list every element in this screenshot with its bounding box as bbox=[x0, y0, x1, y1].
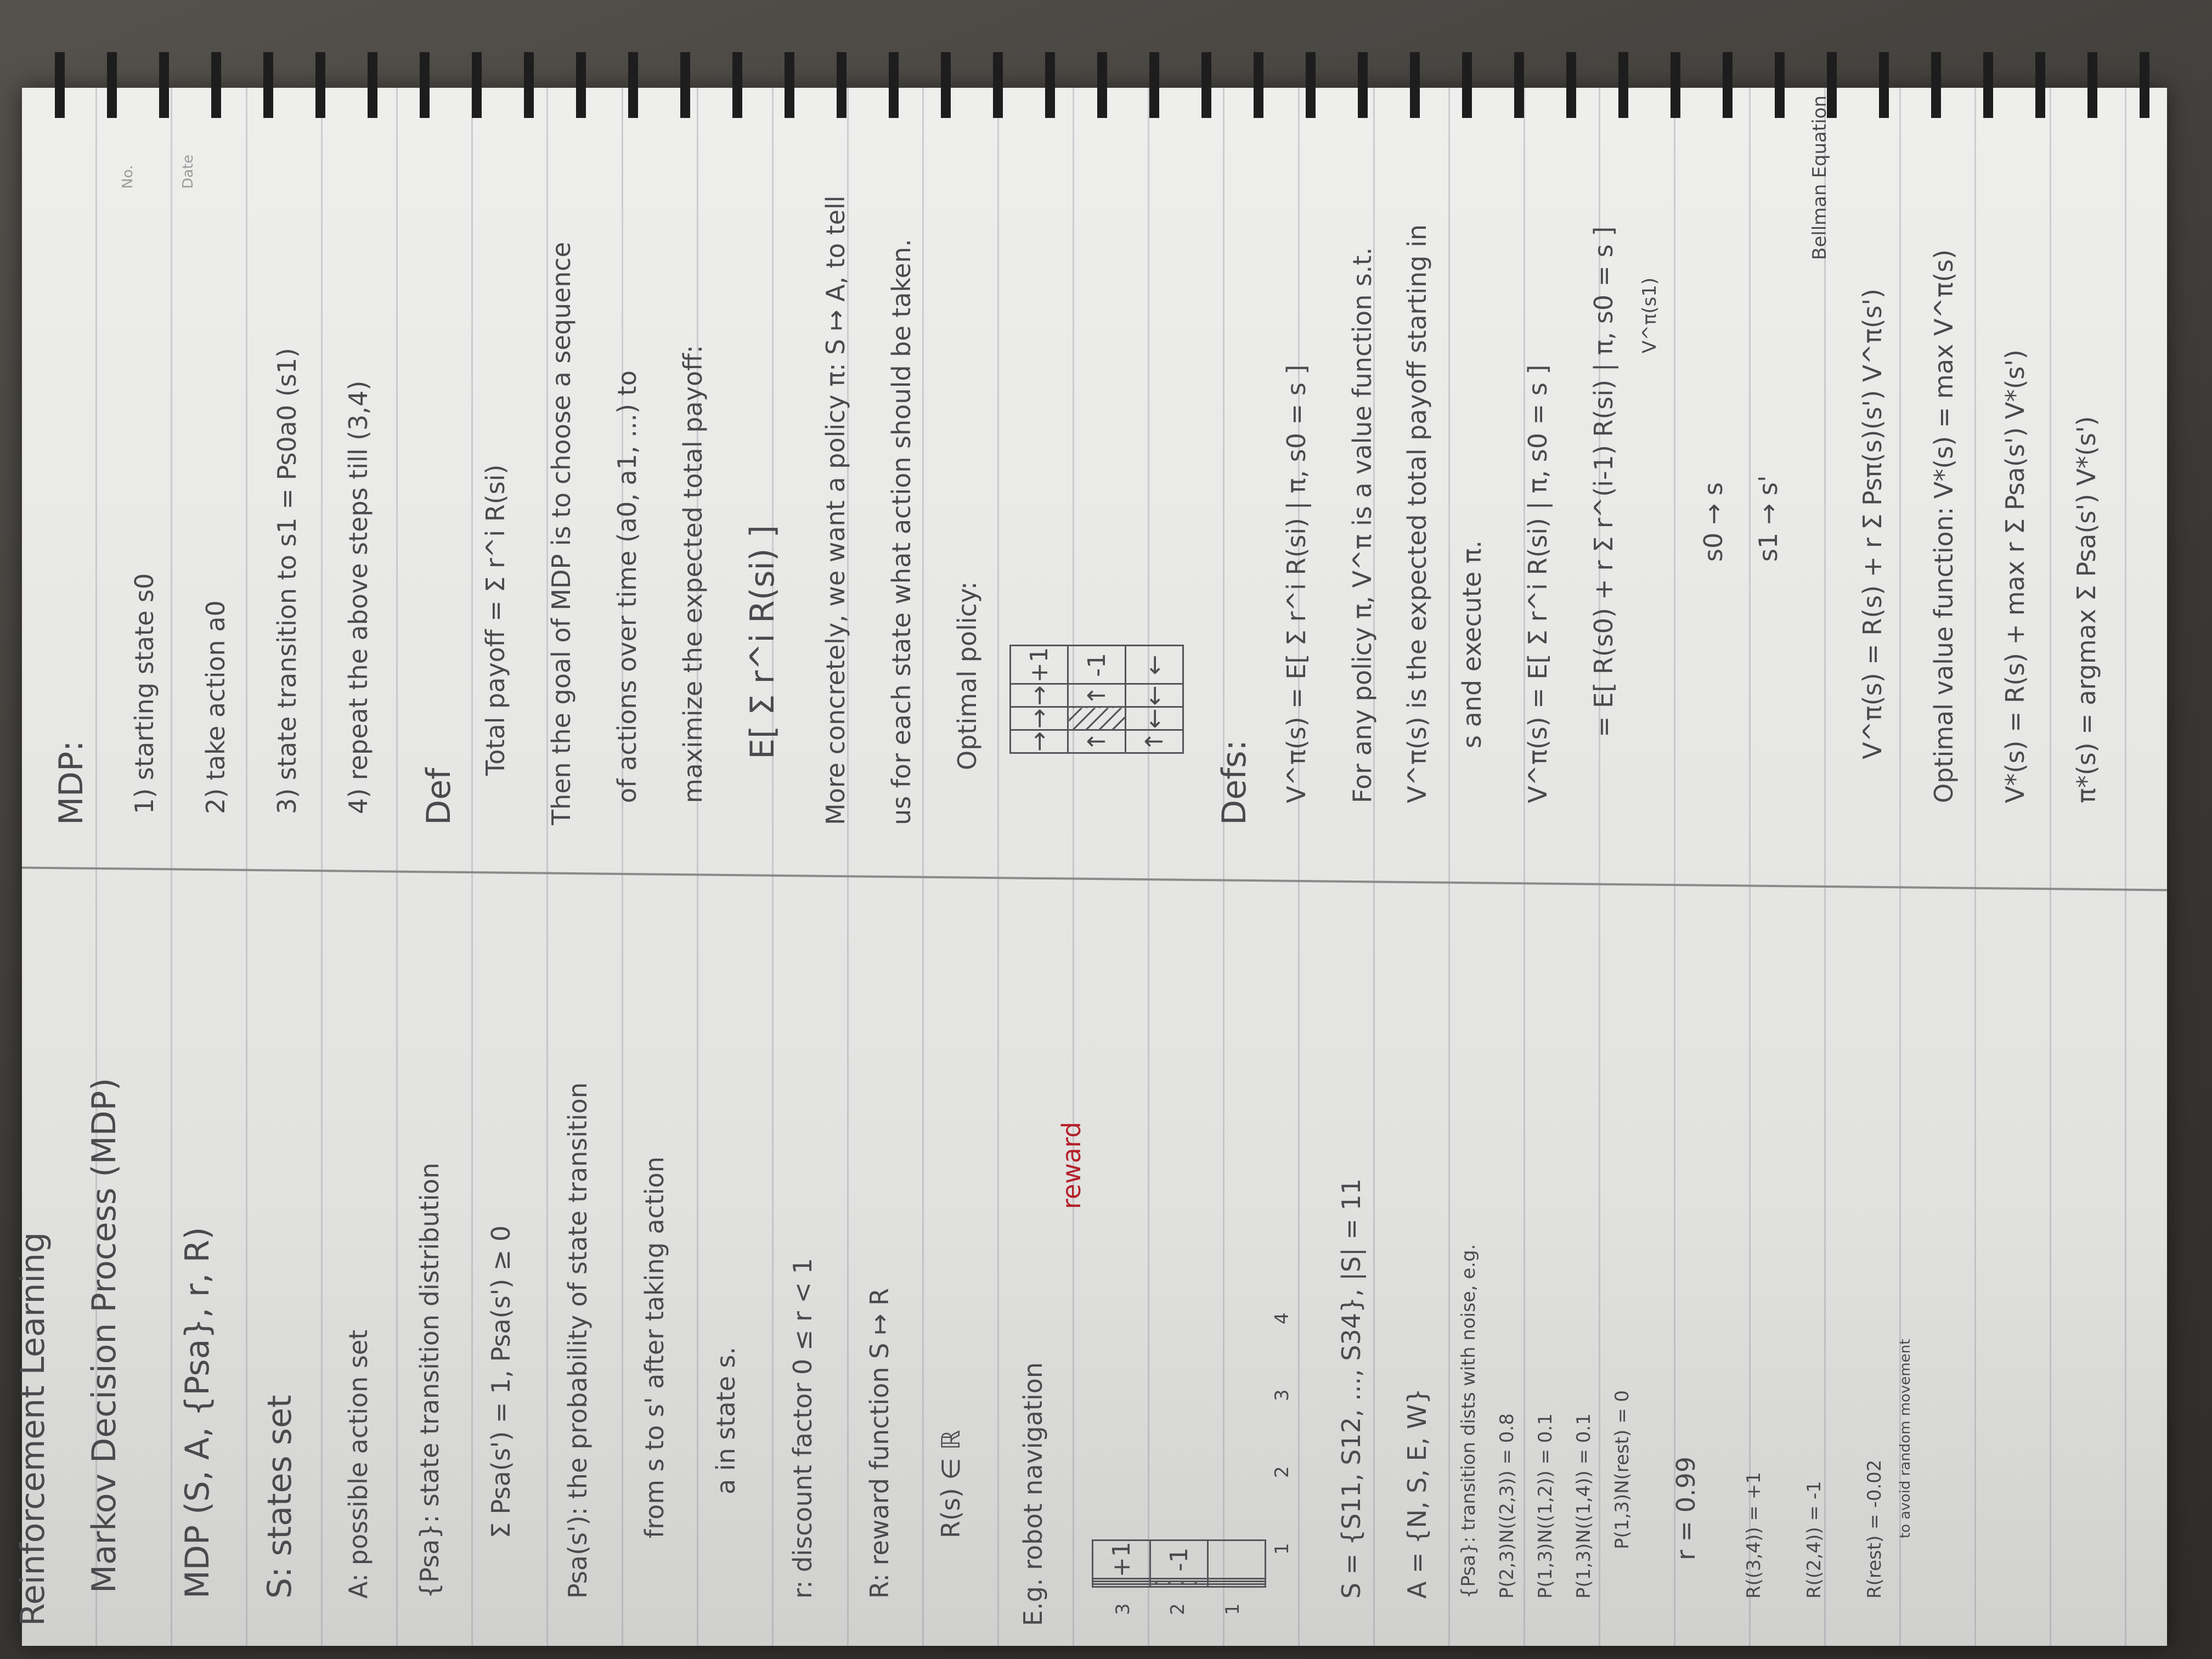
value-desc-3: s and execute π. bbox=[1457, 540, 1487, 748]
defs-heading: Defs: bbox=[1215, 740, 1254, 825]
reward-3: R(rest) = -0.02 bbox=[1864, 1459, 1886, 1599]
policy-cell: ← bbox=[1125, 707, 1183, 730]
example-title: E.g. robot navigation bbox=[1018, 1362, 1048, 1626]
grid-cell-plus: +1 bbox=[1092, 1540, 1150, 1579]
reward-range: R(s) ∈ ℝ bbox=[936, 1430, 966, 1538]
value-desc-1: For any policy π, V^π is a value functio… bbox=[1347, 247, 1377, 803]
value-def: V^π(s) = E[ Σ r^i R(si) | π, s0 = s ] bbox=[1282, 364, 1311, 803]
policy-cell: -1 bbox=[1068, 646, 1126, 684]
policy-cell: +1 bbox=[1010, 646, 1068, 684]
policy-grid: → → → +1 ↑ ↑ -1 ↑ ← ← ← bbox=[1009, 645, 1184, 754]
step-1: 1) starting state s0 bbox=[129, 573, 159, 814]
policy-2: us for each state what action should be … bbox=[887, 239, 916, 825]
psa-desc-2: from s to s' after taking action bbox=[640, 1156, 669, 1538]
grid-cell bbox=[1092, 1584, 1150, 1587]
reward-annotation: reward bbox=[1057, 1121, 1086, 1209]
expected-payoff: E[ Σ r^i R(si) ] bbox=[743, 525, 782, 759]
grid-cell bbox=[1207, 1578, 1266, 1582]
reward-1: R((3,4)) = +1 bbox=[1743, 1472, 1765, 1599]
grid-col-label: 2 bbox=[1271, 1466, 1293, 1478]
grid-cell bbox=[1207, 1540, 1266, 1579]
grid-cell bbox=[1150, 1578, 1208, 1582]
v-star-equation: V*(s) = R(s) + max r Σ Psa(s') V*(s') bbox=[2000, 349, 2030, 803]
transition-p4: P(1,3)N(rest) = 0 bbox=[1611, 1390, 1633, 1549]
bellman-equation: V^π(s) = R(s) + r Σ Psπ(s)(s') V^π(s') bbox=[1858, 289, 1887, 759]
goal-1: Then the goal of MDP is to choose a sequ… bbox=[546, 241, 576, 825]
policy-cell: ← bbox=[1125, 646, 1183, 684]
goal-3: maximize the expected total payoff: bbox=[678, 345, 708, 803]
actions-def: A: possible action set bbox=[343, 1329, 373, 1599]
psa-desc-1: Psa(s'): the probability of state transi… bbox=[563, 1082, 592, 1599]
policy-cell-obstacle bbox=[1068, 707, 1126, 730]
step-4: 4) repeat the above steps till (3,4) bbox=[343, 380, 373, 814]
grid-col-label: 3 bbox=[1271, 1389, 1293, 1401]
gamma-value: r = 0.99 bbox=[1671, 1456, 1701, 1560]
def-heading: Def bbox=[420, 768, 458, 825]
navigation-grid: +1 -1 bbox=[1092, 1539, 1266, 1588]
transition-p2: P(1,3)N((1,2)) = 0.1 bbox=[1534, 1413, 1556, 1599]
mdp-tuple: MDP (S, A, {Psa}, r, R) bbox=[178, 1227, 217, 1599]
optimal-policy-label: Optimal policy: bbox=[952, 581, 982, 770]
policy-cell: ↑ bbox=[1125, 730, 1183, 753]
grid-cell bbox=[1150, 1584, 1208, 1587]
pi-star-equation: π*(s) = argmax Σ Psa(s') V*(s') bbox=[2072, 416, 2101, 803]
policy-cell: → bbox=[1010, 707, 1068, 730]
value-expand-3: V^π(s1) bbox=[1639, 277, 1661, 353]
spiral-binding bbox=[33, 52, 2172, 118]
grid-cell bbox=[1207, 1584, 1266, 1587]
mdp-heading: MDP: bbox=[52, 740, 91, 825]
policy-cell: → bbox=[1010, 684, 1068, 707]
grid-col-label: 1 bbox=[1271, 1543, 1293, 1555]
value-desc-2: V^π(s) is the expected total payoff star… bbox=[1402, 224, 1432, 803]
grid-row-label: 1 bbox=[1222, 1603, 1244, 1615]
policy-cell: ↑ bbox=[1068, 730, 1126, 753]
grid-cell bbox=[1092, 1578, 1150, 1582]
policy-cell: → bbox=[1010, 730, 1068, 753]
date-label: Date bbox=[180, 154, 196, 189]
grid-row-label: 2 bbox=[1167, 1603, 1189, 1615]
total-payoff: Total payoff = Σ r^i R(si) bbox=[481, 464, 510, 776]
states-def: S: states set bbox=[261, 1395, 299, 1599]
step-2: 2) take action a0 bbox=[201, 600, 230, 814]
value-expand-2: = E[ R(s0) + r Σ r^(i-1) R(si) | π, s0 =… bbox=[1589, 226, 1618, 737]
no-label: No. bbox=[120, 165, 136, 189]
s0-to-s: s0 → s bbox=[1699, 482, 1728, 562]
mdp-subtitle: Markov Decision Process (MDP) bbox=[85, 1077, 123, 1593]
grid-cell-minus: -1 bbox=[1150, 1540, 1208, 1579]
psa-sum: Σ Psa(s') = 1, Psa(s') ≥ 0 bbox=[486, 1225, 516, 1538]
step-3: 3) state transition to s1 = Ps0a0 (s1) bbox=[272, 348, 302, 814]
ruled-lines bbox=[22, 88, 2167, 1646]
bellman-label: Bellman Equation bbox=[1809, 95, 1831, 260]
value-expand-1: V^π(s) = E[ Σ r^i R(si) | π, s0 = s ] bbox=[1523, 364, 1553, 803]
transition-p3: P(1,3)N((1,4)) = 0.1 bbox=[1573, 1413, 1595, 1599]
policy-cell: ↑ bbox=[1068, 684, 1126, 707]
optimal-value-function: Optimal value function: V*(s) = max V^π(… bbox=[1929, 249, 1959, 803]
policy-cell: ← bbox=[1125, 684, 1183, 707]
reward-2: R((2,4)) = -1 bbox=[1803, 1481, 1825, 1599]
policy-1: More concretely, we want a policy π: S ↦… bbox=[821, 195, 850, 825]
s1-to-s-prime: s1 → s' bbox=[1753, 475, 1783, 562]
reward-3-note: to avoid random movement bbox=[1897, 1339, 1914, 1538]
psa-def: {Psa}: state transition distribution bbox=[415, 1163, 444, 1599]
gamma-def: r: discount factor 0 ≤ r < 1 bbox=[788, 1258, 817, 1599]
states-set: S = {S11, S12, ..., S34}, |S| = 11 bbox=[1336, 1178, 1366, 1599]
goal-2: of actions over time (a0, a1, ...) to bbox=[612, 370, 642, 803]
transition-p1: P(2,3)N((2,3)) = 0.8 bbox=[1496, 1413, 1518, 1599]
grid-cell bbox=[1207, 1581, 1266, 1584]
grid-col-label: 4 bbox=[1271, 1312, 1293, 1324]
grid-cell bbox=[1092, 1581, 1150, 1584]
grid-cell-obstacle bbox=[1150, 1581, 1208, 1584]
noise-note: {Psa}: transition dists with noise, e.g. bbox=[1458, 1244, 1480, 1599]
grid-row-label: 3 bbox=[1112, 1603, 1134, 1615]
notebook-page bbox=[22, 88, 2167, 1646]
actions-set: A = {N, S, E, W} bbox=[1402, 1388, 1432, 1599]
reward-def: R: reward function S ↦ R bbox=[865, 1288, 894, 1599]
notes-title: Reinforcement Learning bbox=[14, 1232, 52, 1626]
psa-desc-3: a in state s. bbox=[711, 1346, 741, 1494]
